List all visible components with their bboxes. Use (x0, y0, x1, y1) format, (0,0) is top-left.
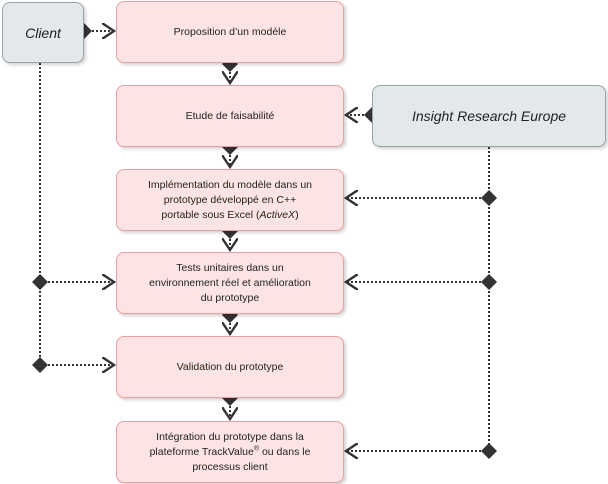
step-4-line-2: environnement réel et amélioration (149, 276, 311, 289)
step-integration: Intégration du prototype dans la platefo… (116, 421, 344, 483)
step-3-activex: ActiveX (259, 208, 296, 221)
step-6-line-2b: ou dans le (261, 445, 311, 458)
step-2-line-1: Etude de faisabilité (185, 109, 275, 122)
step-1-line-1: Proposition d’un modèle (173, 25, 287, 38)
step-3-line-2: prototype développé en C++ (163, 193, 297, 206)
insight-actor: Insight Research Europe (372, 85, 606, 147)
step-3-line-3: portable sous Excel ( (161, 208, 260, 221)
step-4-line-3: du prototype (200, 291, 260, 304)
step-validation: Validation du prototype (116, 336, 344, 398)
step-6-registered: ® (253, 445, 260, 452)
step-4-line-1: Tests unitaires dans un (176, 261, 284, 274)
step-6-line-1: Intégration du prototype dans la (156, 430, 304, 443)
step-etude: Etude de faisabilité (116, 85, 344, 147)
step-6-line-2: plateforme TrackValue (149, 445, 254, 458)
step-proposition: Proposition d’un modèle (116, 1, 344, 63)
step-6-line-3: processus client (192, 460, 268, 473)
step-5-line-1: Validation du prototype (176, 360, 284, 373)
step-3-line-1: Implémentation du modèle dans un (147, 178, 313, 191)
client-actor: Client (2, 2, 84, 63)
step-3-tail: ) (295, 208, 299, 221)
step-implementation: Implémentation du modèle dans un prototy… (116, 169, 344, 231)
client-label: Client (25, 24, 61, 41)
step-tests: Tests unitaires dans un environnement ré… (116, 252, 344, 314)
insight-label: Insight Research Europe (411, 108, 567, 124)
